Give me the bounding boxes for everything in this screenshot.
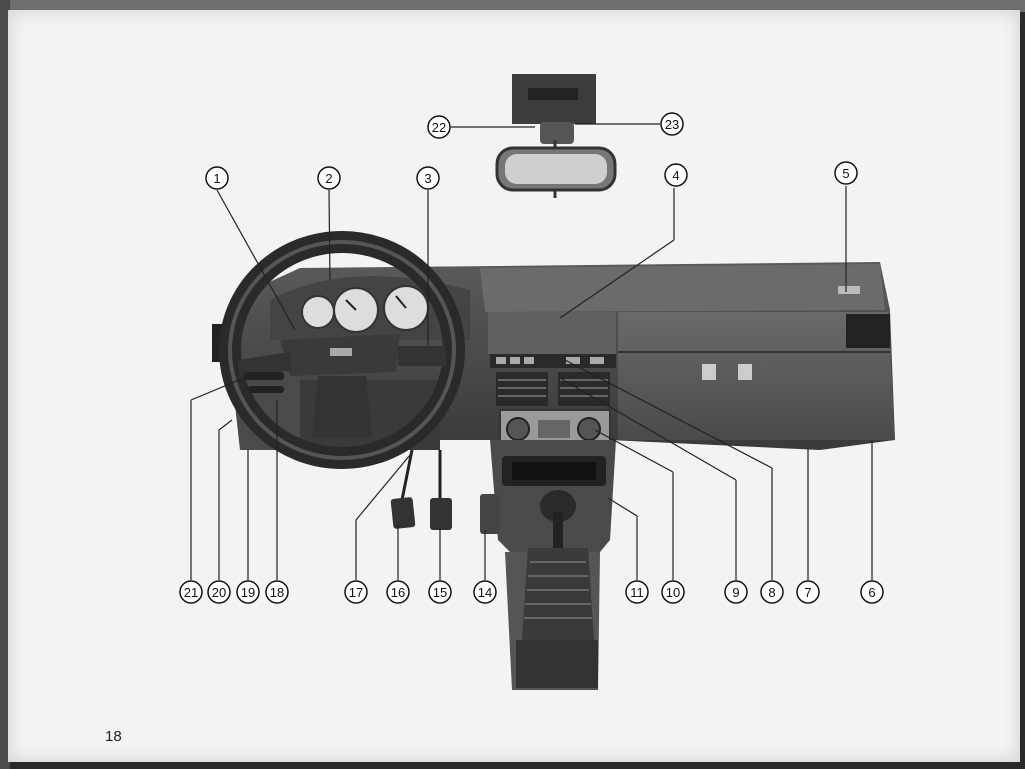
gear-lever: [516, 490, 598, 688]
callout-label: 1: [213, 171, 220, 186]
steering-wheel: [219, 231, 465, 469]
callout-label: 14: [478, 585, 492, 600]
callout-8: 8: [760, 580, 784, 604]
callout-label: 8: [768, 585, 775, 600]
callout-label: 3: [424, 171, 431, 186]
callout-23: 23: [660, 112, 684, 136]
callout-label: 4: [672, 168, 679, 183]
callout-2: 2: [317, 166, 341, 190]
callout-label: 10: [666, 585, 680, 600]
stalks: [244, 372, 284, 393]
callout-label: 22: [432, 120, 446, 135]
callout-label: 23: [665, 117, 679, 132]
page-edge-left: [0, 0, 10, 769]
callout-20: 20: [207, 580, 231, 604]
callout-label: 18: [270, 585, 284, 600]
leader-lines: [190, 123, 873, 580]
callout-17: 17: [344, 580, 368, 604]
callout-label: 5: [842, 166, 849, 181]
callout-6: 6: [860, 580, 884, 604]
callout-label: 11: [630, 585, 644, 600]
callout-21: 21: [179, 580, 203, 604]
callout-22: 22: [427, 115, 451, 139]
pedals: [390, 449, 500, 534]
callout-5: 5: [834, 161, 858, 185]
callout-19: 19: [236, 580, 260, 604]
callout-1: 1: [205, 166, 229, 190]
callout-10: 10: [661, 580, 685, 604]
callout-label: 9: [732, 585, 739, 600]
instrument-cluster: [270, 276, 470, 340]
callout-7: 7: [796, 580, 820, 604]
callout-label: 15: [433, 585, 447, 600]
page-edge-top: [0, 0, 1025, 12]
callout-11: 11: [625, 580, 649, 604]
callout-label: 20: [212, 585, 226, 600]
callout-9: 9: [724, 580, 748, 604]
rear-view-mirror: [495, 74, 617, 198]
callout-4: 4: [664, 163, 688, 187]
callout-3: 3: [416, 166, 440, 190]
callout-18: 18: [265, 580, 289, 604]
callout-markers: 1 2 3 4 5 6 7 8 9 10 11 14 15 16 17 18 1…: [179, 112, 884, 604]
callout-16: 16: [386, 580, 410, 604]
callout-label: 19: [241, 585, 255, 600]
callout-label: 16: [391, 585, 405, 600]
callout-14: 14: [473, 580, 497, 604]
callout-label: 6: [868, 585, 875, 600]
callout-label: 7: [804, 585, 811, 600]
callout-label: 2: [325, 171, 332, 186]
callout-15: 15: [428, 580, 452, 604]
callout-label: 21: [184, 585, 198, 600]
page-number: 18: [105, 728, 122, 745]
callout-label: 17: [349, 585, 363, 600]
